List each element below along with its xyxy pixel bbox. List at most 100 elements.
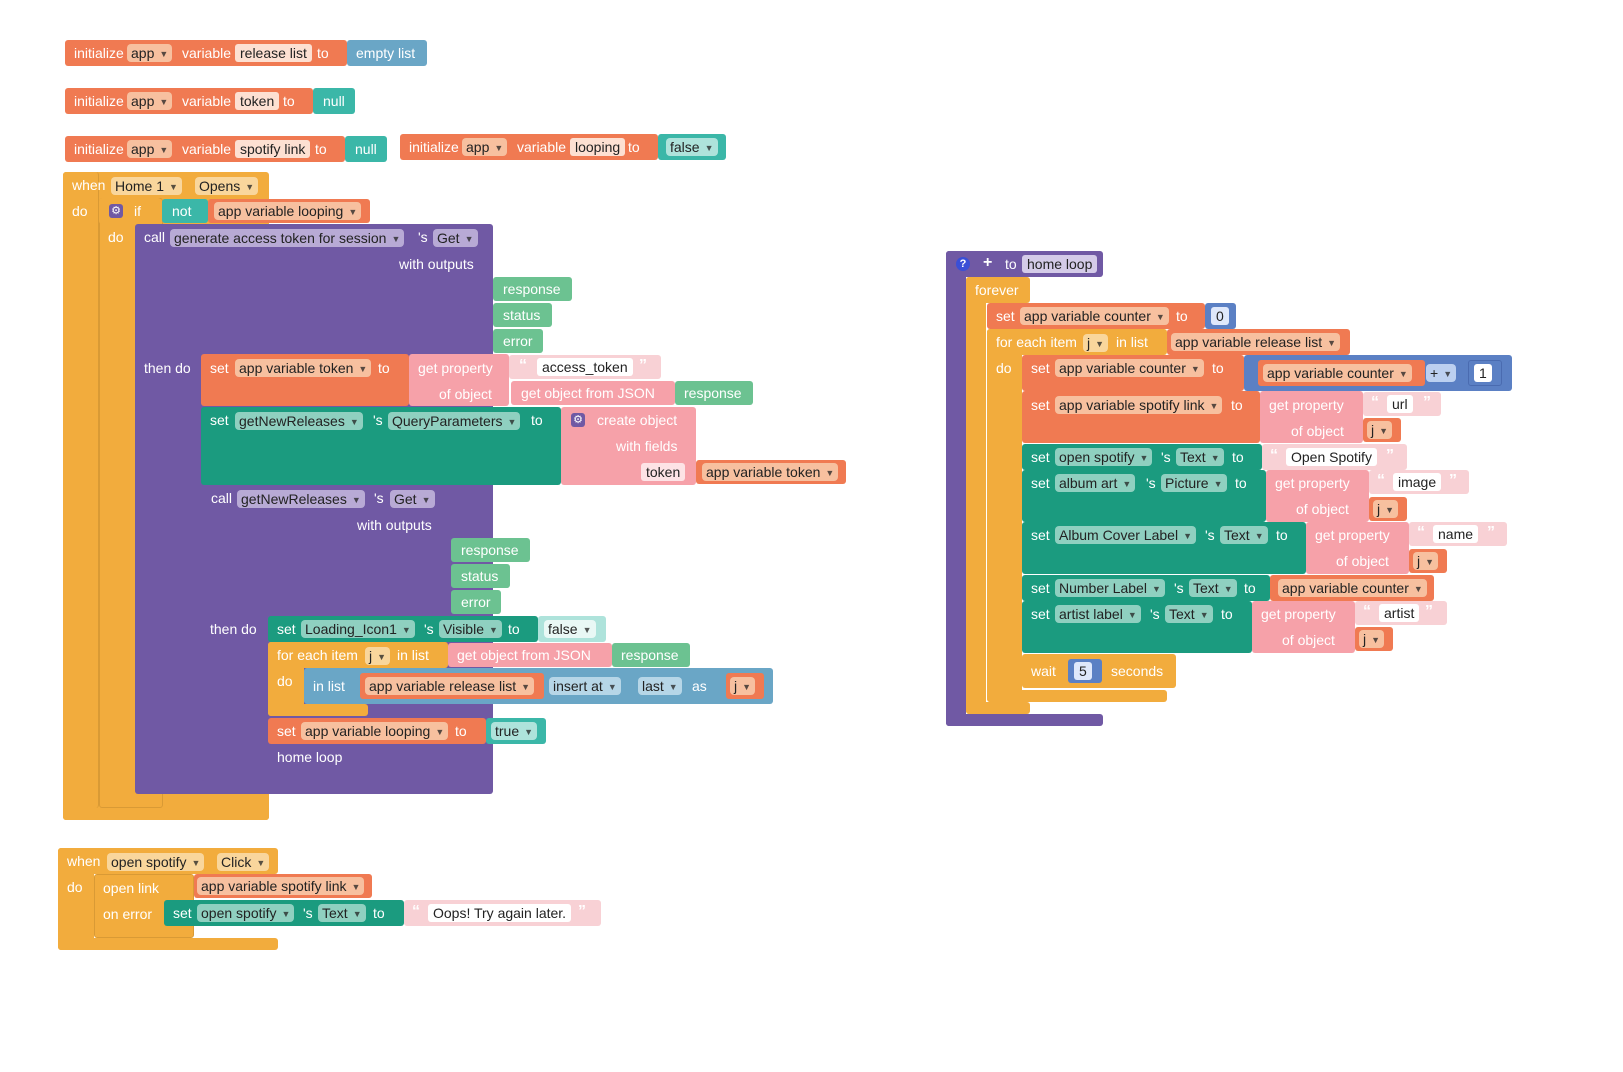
component-dropdown[interactable]: open spotify▼ [107,853,205,871]
boolean-dropdown[interactable]: false▼ [666,138,718,156]
set-open-spotify-text-block[interactable]: set open spotify▼ 's Text▼ to [1022,444,1262,470]
list-insert-block[interactable]: in list app variable release list▼ inser… [304,668,773,704]
scope-dropdown[interactable]: app▼ [127,44,173,62]
text-block[interactable]: “ Oops! Try again later. ” [404,900,601,926]
set-counter-block[interactable]: set app variable counter▼ to [987,303,1205,329]
set-looping-block[interactable]: set app variable looping▼ to [268,718,486,744]
get-object-from-json-block[interactable]: get object from JSON [511,381,675,405]
false-block[interactable]: false▼ [658,134,726,160]
set-artist-label-block[interactable]: set artist label▼ 's Text▼ to [1022,601,1252,653]
number-block[interactable]: 1 [1468,360,1502,386]
init-spotify-link-block[interactable]: initialize app▼ variable spotify link to [65,136,345,162]
property-dropdown[interactable]: Text▼ [1176,448,1224,466]
text-block[interactable]: “ url ” [1363,392,1441,416]
text-field[interactable]: name [1433,525,1479,543]
set-number-label-block[interactable]: set Number Label▼ 's Text▼ to [1022,575,1270,601]
variable-dropdown[interactable]: app variable counter▼ [1055,359,1204,377]
output-status-block[interactable]: status [493,303,552,327]
output-status-block[interactable]: status [451,564,510,588]
call-target-dropdown[interactable]: getNewReleases▼ [237,490,365,508]
get-j-block[interactable]: j▼ [1355,627,1393,651]
scope-dropdown[interactable]: app▼ [127,92,173,110]
set-album-cover-label-block[interactable]: set Album Cover Label▼ 's Text▼ to [1022,522,1306,574]
field-name[interactable]: token [641,463,686,481]
get-property-block[interactable]: get property of object [1266,470,1369,522]
component-dropdown[interactable]: Number Label▼ [1055,579,1165,597]
variable-dropdown[interactable]: j▼ [1413,552,1439,570]
item-name-field[interactable]: j▼ [1083,334,1109,352]
false-block[interactable]: false▼ [538,616,606,642]
math-add-block[interactable]: app variable counter▼ +▼ 1 [1244,355,1512,391]
variable-name-field[interactable]: looping [570,138,626,156]
get-property-block[interactable]: get property of object [1306,522,1409,574]
init-release-list-block[interactable]: initialize app▼ variable release list to [65,40,347,66]
forever-block[interactable] [966,277,986,714]
property-dropdown[interactable]: Visible▼ [439,620,502,638]
text-field[interactable]: Oops! Try again later. [428,904,572,922]
item-name-field[interactable]: j▼ [365,647,391,665]
text-block[interactable]: “ Open Spotify ” [1262,444,1407,470]
text-field[interactable]: image [1393,473,1442,491]
create-object-block[interactable]: ⚙ create object with fields token [561,407,696,485]
for-each-item-block[interactable] [987,329,1022,702]
output-response-block[interactable]: response [493,277,572,301]
response-block[interactable]: response [675,381,753,405]
variable-dropdown[interactable]: app variable counter▼ [1278,579,1427,597]
component-dropdown[interactable]: getNewReleases▼ [235,412,363,430]
text-field[interactable]: access_token [537,358,633,376]
variable-name-field[interactable]: release list [235,44,312,62]
text-field[interactable]: url [1387,395,1413,413]
number-field[interactable]: 1 [1474,364,1492,382]
call-target-dropdown[interactable]: generate access token for session▼ [170,229,405,247]
component-dropdown[interactable]: Home 1▼ [111,177,182,195]
event-dropdown[interactable]: Opens▼ [195,177,259,195]
output-error-block[interactable]: error [493,329,543,353]
number-block[interactable]: 5 [1068,659,1102,683]
variable-dropdown[interactable]: app variable token▼ [702,463,839,481]
component-dropdown[interactable]: open spotify▼ [1055,448,1153,466]
get-variable-block[interactable]: app variable looping▼ [208,199,370,223]
component-dropdown[interactable]: artist label▼ [1055,605,1141,623]
variable-name-field[interactable]: token [235,92,280,110]
null-block[interactable]: null [313,88,355,114]
get-property-block[interactable]: get property of object [1252,601,1355,653]
null-block[interactable]: null [345,136,387,162]
number-field[interactable]: 0 [1211,307,1229,325]
set-open-spotify-text-block[interactable]: set open spotify▼ 's Text▼ to [164,900,404,926]
component-dropdown[interactable]: Loading_Icon1▼ [301,620,415,638]
text-field[interactable]: artist [1379,604,1420,622]
text-field[interactable]: Open Spotify [1286,448,1377,466]
variable-dropdown[interactable]: app variable release list▼ [365,677,535,695]
get-property-block[interactable]: get property of object [409,354,509,406]
output-error-block[interactable]: error [451,590,501,614]
get-j-block[interactable]: j▼ [1363,418,1401,442]
boolean-dropdown[interactable]: false▼ [544,620,596,638]
get-counter-block[interactable]: app variable counter▼ [1258,360,1425,386]
property-dropdown[interactable]: Text▼ [1220,526,1268,544]
property-dropdown[interactable]: Text▼ [318,904,366,922]
method-dropdown[interactable]: Get▼ [390,490,435,508]
variable-dropdown[interactable]: app variable release list▼ [1171,333,1341,351]
operator-dropdown[interactable]: +▼ [1426,364,1457,382]
variable-dropdown[interactable]: app variable spotify link▼ [1055,396,1223,414]
variable-dropdown[interactable]: j▼ [730,677,756,695]
variable-dropdown[interactable]: app variable looping▼ [301,722,449,740]
gear-icon[interactable]: ⚙ [571,413,585,427]
true-block[interactable]: true▼ [486,718,546,744]
plus-icon[interactable]: + [983,254,993,271]
event-dropdown[interactable]: Click▼ [217,853,270,871]
number-block[interactable]: 0 [1205,303,1236,329]
property-dropdown[interactable]: QueryParameters▼ [388,412,521,430]
get-spotify-link-block[interactable]: app variable spotify link▼ [194,874,372,898]
variable-name-field[interactable]: spotify link [235,140,311,158]
property-dropdown[interactable]: Text▼ [1189,579,1237,597]
insert-mode-dropdown[interactable]: insert at▼ [549,677,621,695]
number-field[interactable]: 5 [1074,662,1092,680]
help-icon[interactable]: ? [956,257,970,271]
increment-counter-block[interactable]: set app variable counter▼ to [1022,355,1244,391]
procedure-name-field[interactable]: home loop [1022,255,1098,273]
text-block[interactable]: “ name ” [1409,522,1507,546]
get-j-block[interactable]: j▼ [1369,497,1407,521]
get-j-block[interactable]: j▼ [726,673,764,699]
variable-dropdown[interactable]: j▼ [1367,421,1393,439]
